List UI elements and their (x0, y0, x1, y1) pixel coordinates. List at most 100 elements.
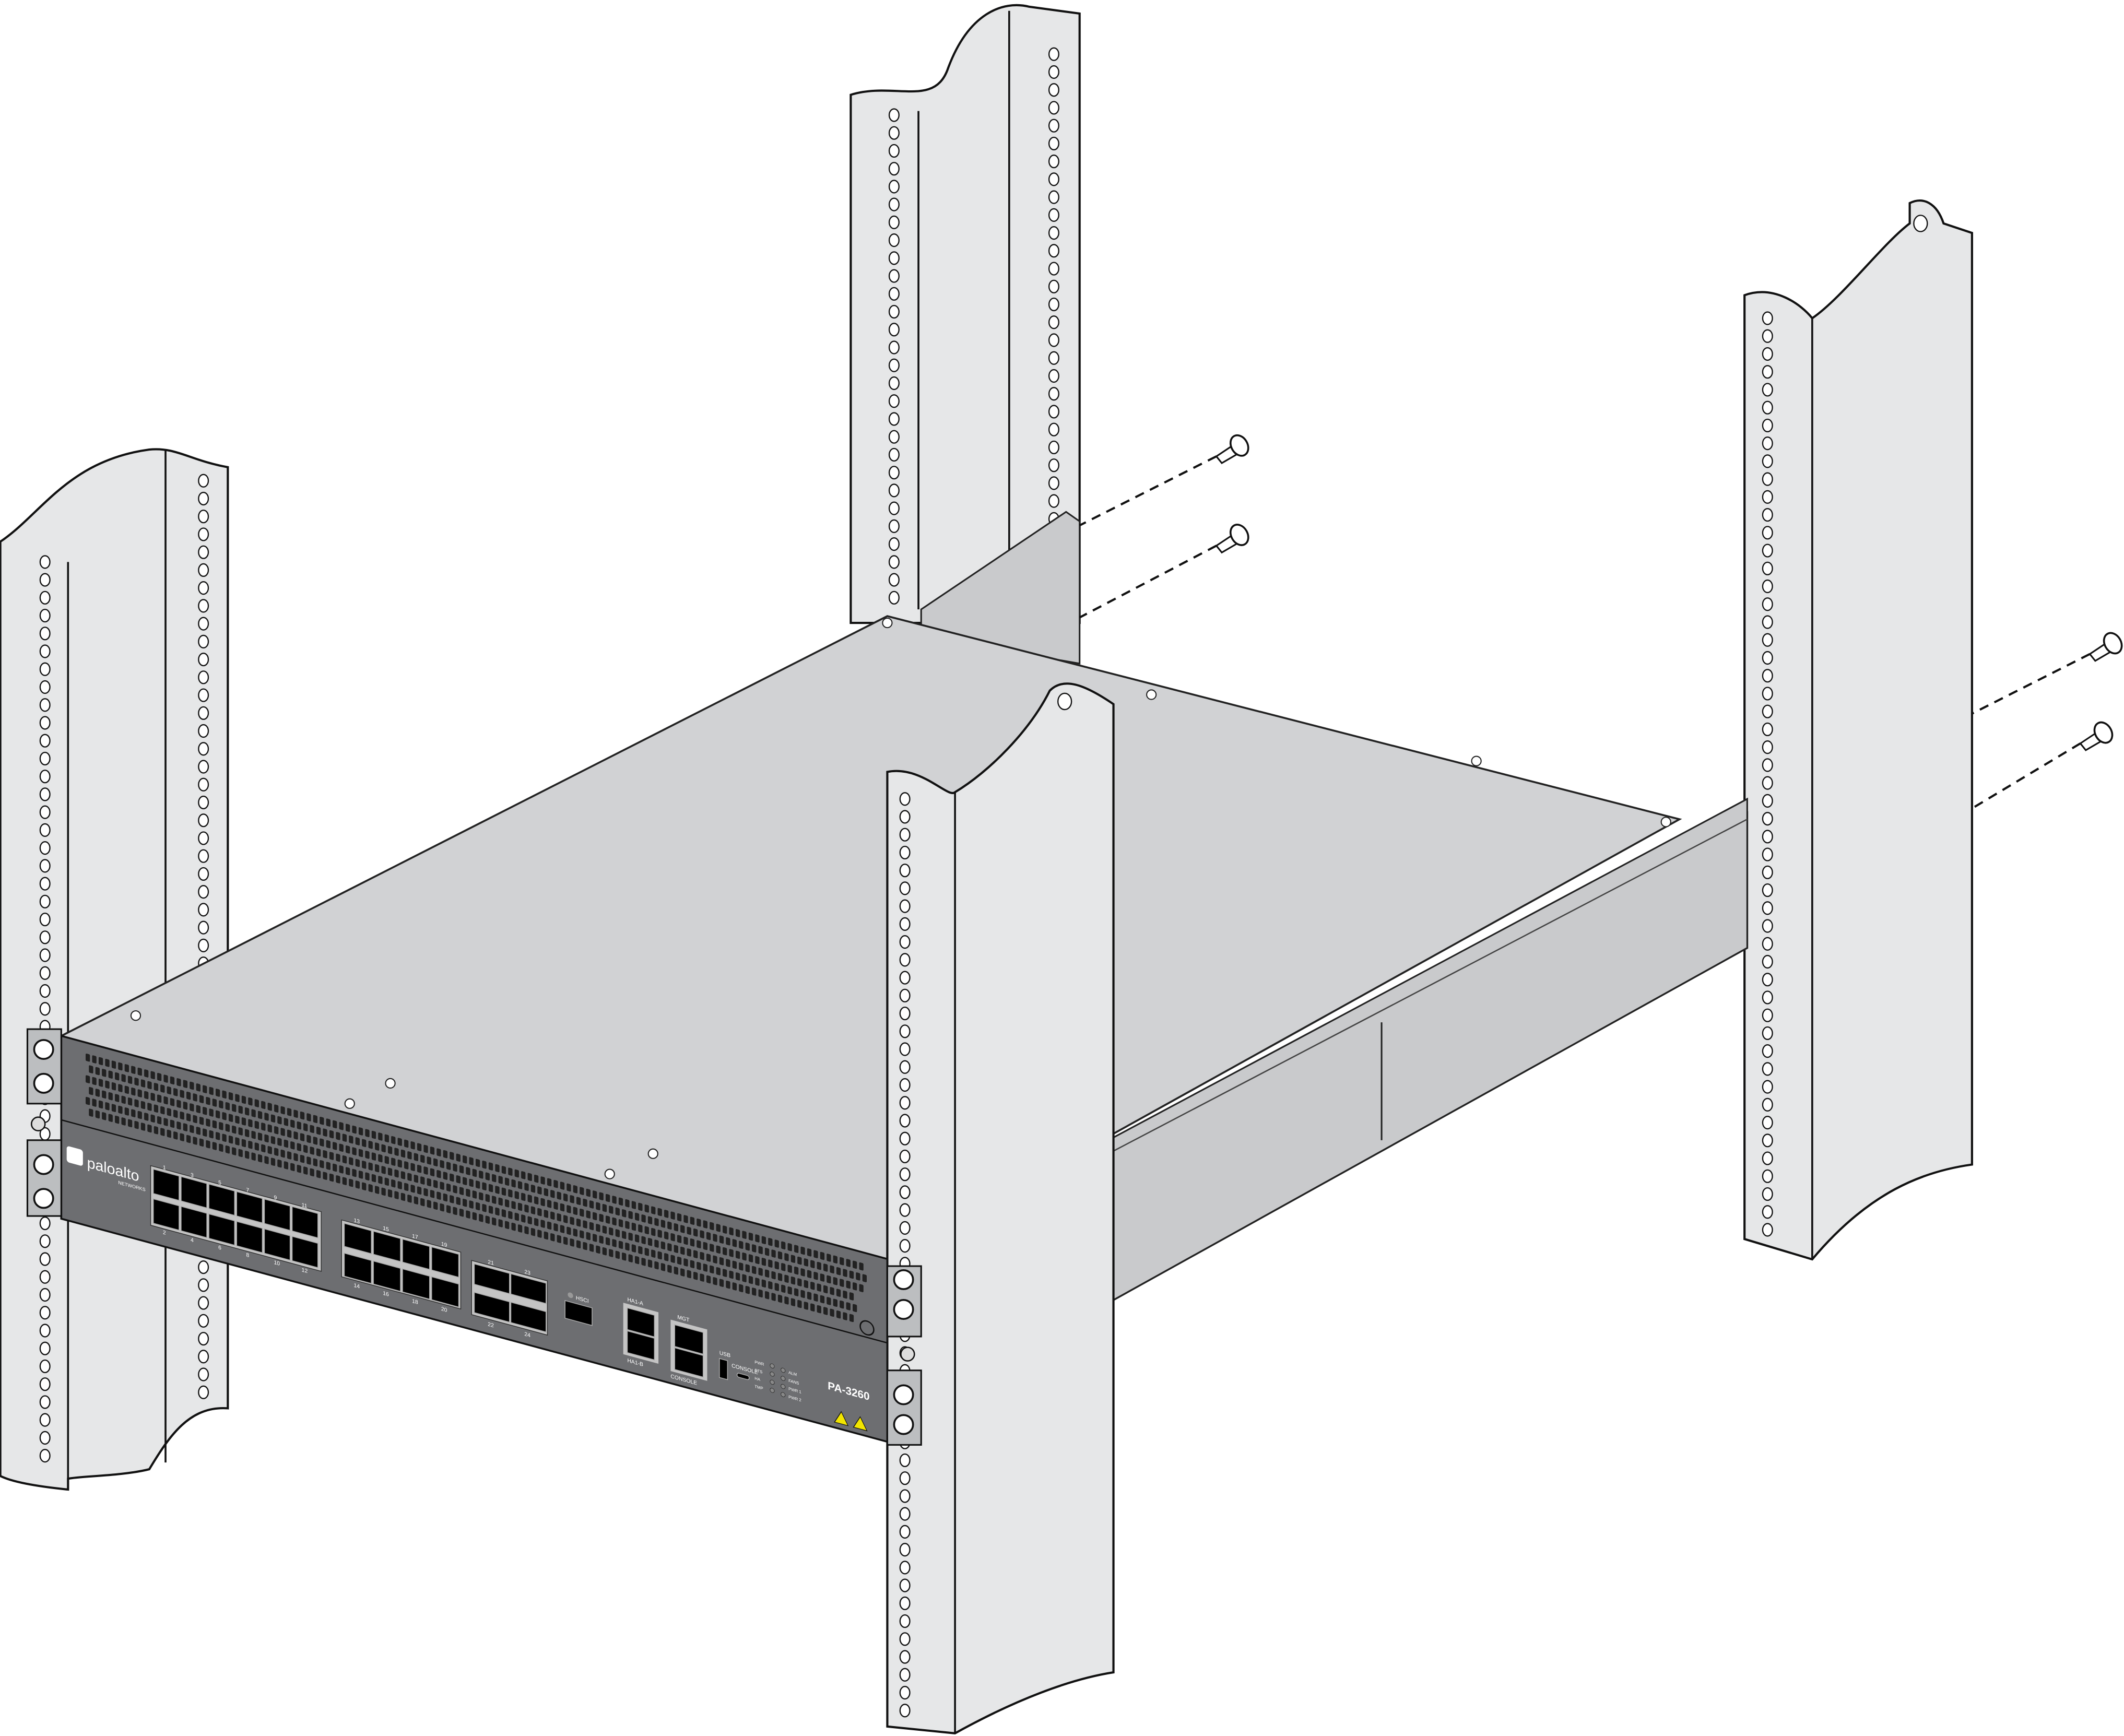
rack-hole (1762, 687, 1773, 701)
mgt-port[interactable] (674, 1324, 704, 1355)
rack-hole (198, 760, 209, 774)
vent-hole (807, 1248, 812, 1257)
sfp-port[interactable] (344, 1223, 372, 1255)
vent-hole (580, 1208, 584, 1217)
vent-hole (732, 1282, 737, 1291)
vent-hole (274, 1104, 279, 1113)
vent-hole (407, 1173, 412, 1182)
vent-hole (199, 1117, 204, 1125)
rack-hole (39, 1324, 51, 1338)
vent-hole (755, 1234, 760, 1243)
sfp-port[interactable] (431, 1276, 459, 1308)
console-rj45-port[interactable] (674, 1347, 704, 1378)
vent-hole (127, 1076, 133, 1084)
vent-hole (193, 1115, 197, 1124)
vent-hole (257, 1132, 263, 1141)
rack-hole (1762, 758, 1773, 772)
vent-hole (550, 1190, 555, 1198)
rack-hole (198, 491, 209, 506)
vent-hole (683, 1258, 688, 1267)
ha1b-port[interactable] (627, 1330, 655, 1361)
rack-hole (1762, 1044, 1773, 1058)
vent-hole (371, 1174, 376, 1183)
rj45-port[interactable] (236, 1221, 263, 1254)
rj45-port[interactable] (291, 1236, 318, 1269)
vent-hole (677, 1256, 682, 1265)
vent-hole (797, 1256, 802, 1265)
vent-hole (209, 1130, 214, 1139)
vent-hole (430, 1190, 435, 1198)
vent-hole (131, 1109, 136, 1118)
rj45-port[interactable] (236, 1191, 263, 1224)
qsfp-port[interactable] (510, 1302, 547, 1333)
vent-hole (560, 1225, 565, 1233)
vent-hole (800, 1268, 805, 1277)
rj45-port[interactable] (264, 1198, 291, 1231)
vent-hole (400, 1149, 406, 1158)
sfp-port[interactable] (431, 1246, 459, 1278)
vent-hole (144, 1091, 149, 1100)
vent-hole (563, 1215, 568, 1223)
vent-hole (748, 1232, 753, 1241)
vent-hole (761, 1258, 766, 1266)
rack-hole (198, 1314, 209, 1328)
vent-hole (537, 1208, 542, 1217)
rack-hole (899, 810, 911, 824)
vent-hole (381, 1144, 386, 1153)
sfp-port[interactable] (373, 1260, 401, 1292)
vent-hole (524, 1226, 529, 1235)
console-micro-port[interactable] (736, 1373, 750, 1380)
vent-hole (732, 1260, 737, 1269)
rack-hole (39, 805, 51, 819)
vent-hole (495, 1186, 500, 1194)
port-number: 11 (302, 1202, 308, 1210)
qsfp-port[interactable] (474, 1263, 510, 1294)
vent-hole (235, 1137, 240, 1145)
sfp-port[interactable] (373, 1231, 401, 1262)
rj45-port[interactable] (152, 1198, 180, 1231)
rj45-port[interactable] (291, 1206, 318, 1238)
rj45-port[interactable] (152, 1168, 180, 1201)
status-led (770, 1379, 775, 1385)
rack-hole (198, 903, 209, 917)
clei-label: CLEI (847, 1434, 859, 1444)
vent-hole (667, 1221, 672, 1230)
vent-hole (320, 1160, 324, 1168)
vent-hole (241, 1095, 246, 1104)
vent-hole (336, 1153, 340, 1162)
rack-hole (899, 1507, 911, 1521)
vent-hole (118, 1062, 123, 1071)
vent-hole (131, 1087, 136, 1096)
vent-hole (446, 1162, 451, 1170)
vent-hole (706, 1232, 711, 1241)
rj45-port[interactable] (181, 1176, 207, 1209)
rj45-port[interactable] (208, 1213, 235, 1246)
sfp-port[interactable] (402, 1238, 430, 1270)
sfp-port[interactable] (344, 1253, 372, 1284)
rack-hole (1762, 347, 1773, 361)
rack-hole (1762, 1187, 1773, 1201)
rack-hole (1048, 476, 1059, 490)
qsfp-port[interactable] (510, 1273, 547, 1304)
vent-hole (264, 1156, 269, 1164)
rack-hole (1762, 794, 1773, 808)
hsci-port[interactable] (564, 1300, 593, 1326)
rj45-port[interactable] (264, 1228, 291, 1261)
vent-hole (358, 1171, 363, 1179)
vent-hole (355, 1180, 360, 1189)
rack-hole (1048, 387, 1059, 401)
qsfp-port[interactable] (474, 1292, 510, 1323)
vent-hole (160, 1128, 165, 1136)
sfp-port[interactable] (402, 1268, 430, 1300)
ha1a-port[interactable] (627, 1307, 655, 1338)
usb-port[interactable] (719, 1357, 728, 1380)
rj45-port[interactable] (181, 1206, 207, 1238)
vent-hole (680, 1246, 685, 1255)
vent-hole (849, 1270, 854, 1279)
vent-hole (245, 1129, 250, 1138)
vent-hole (563, 1236, 568, 1245)
vent-hole (768, 1281, 773, 1290)
vent-hole (466, 1188, 470, 1197)
rj45-port[interactable] (208, 1183, 235, 1216)
vent-hole (203, 1128, 207, 1137)
